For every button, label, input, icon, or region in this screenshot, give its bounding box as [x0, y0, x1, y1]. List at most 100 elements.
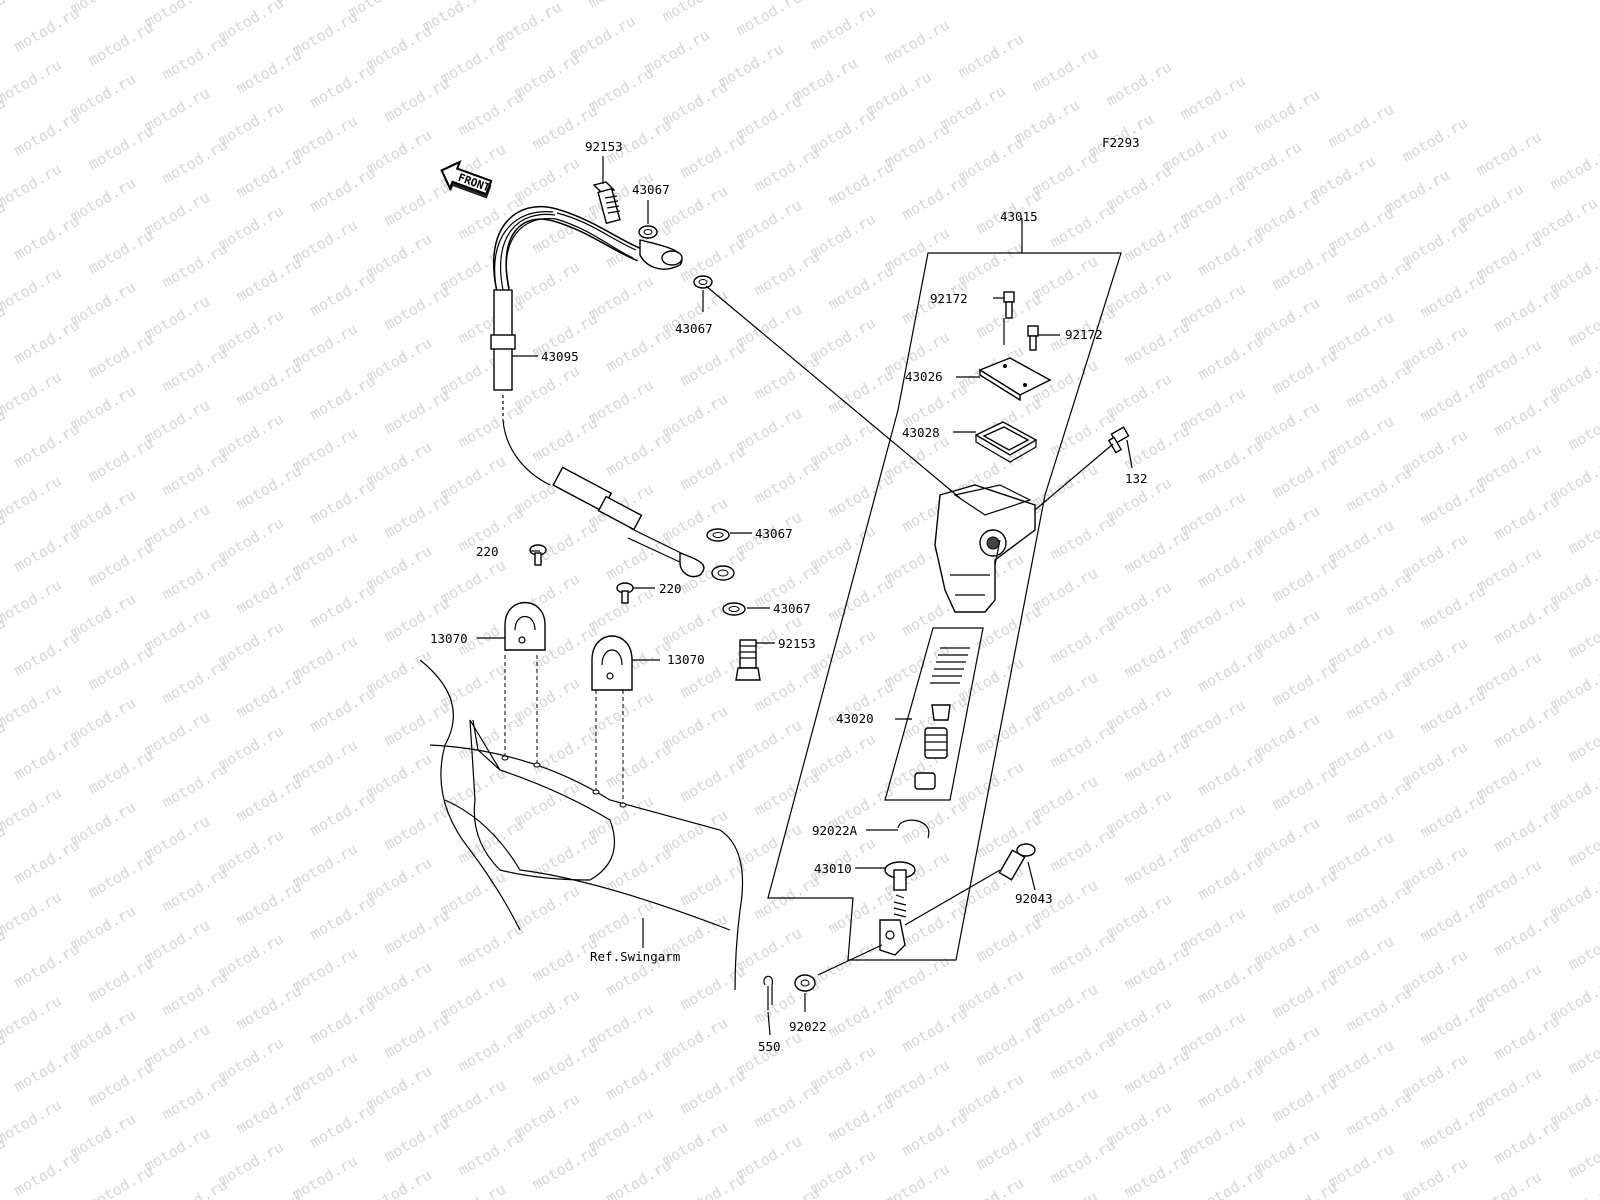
- callout-92043: 92043: [1015, 891, 1053, 906]
- watermark-text: motod.ru: [289, 112, 361, 164]
- swingarm-reference-label: Ref.Swingarm: [590, 949, 680, 964]
- watermark-text: motod.ru: [141, 188, 213, 240]
- watermark-text: motod.ru: [363, 646, 435, 698]
- watermark-text: motod.ru: [1177, 592, 1249, 644]
- watermark-text: motod.ru: [363, 542, 435, 594]
- watermark-text: motod.ru: [1251, 814, 1323, 866]
- watermark-text: motod.ru: [1417, 998, 1489, 1050]
- watermark-text: motod.ru: [437, 452, 509, 504]
- callout-92153-top: 92153: [585, 139, 623, 154]
- watermark-text: motod.ru: [1177, 72, 1249, 124]
- watermark-text: motod.ru: [511, 258, 583, 310]
- watermark-text: motod.ru: [363, 126, 435, 178]
- watermark-text: motod.ru: [289, 528, 361, 580]
- watermark-text: motod.ru: [511, 362, 583, 414]
- watermark-text: motod.ru: [1177, 280, 1249, 332]
- watermark-text: motod.ru: [11, 316, 83, 368]
- watermark-text: motod.ru: [1029, 460, 1101, 512]
- watermark-text: motod.ru: [1417, 374, 1489, 426]
- watermark-text: motod.ru: [85, 434, 157, 486]
- watermark-text: motod.ru: [11, 1044, 83, 1096]
- watermark-text: motod.ru: [825, 262, 897, 314]
- watermark-text: motod.ru: [215, 98, 287, 150]
- watermark-text: motod.ru: [1269, 242, 1341, 294]
- watermark-text: motod.ru: [529, 1142, 601, 1194]
- mounting-lines: [504, 655, 624, 805]
- watermark-text: motod.ru: [529, 414, 601, 466]
- watermark-text: motod.ru: [1325, 932, 1397, 984]
- watermark-text: motod.ru: [1325, 1036, 1397, 1088]
- watermark-text: motod.ru: [659, 598, 731, 650]
- watermark-text: motod.ru: [511, 674, 583, 726]
- watermark-text: motod.ru: [1343, 1192, 1415, 1200]
- watermark-text: motod.ru: [67, 486, 139, 538]
- watermark-text: motod.ru: [1399, 218, 1471, 270]
- watermark-text: motod.ru: [1269, 1074, 1341, 1126]
- watermark-text: motod.ru: [0, 264, 65, 316]
- watermark-text: motod.ru: [363, 438, 435, 490]
- watermark-text: motod.ru: [1417, 270, 1489, 322]
- kit-43020-outline: [884, 627, 984, 801]
- watermark-text: motod.ru: [1547, 142, 1600, 194]
- watermark-text: motod.ru: [733, 1132, 805, 1184]
- watermark-text: motod.ru: [1565, 818, 1600, 870]
- watermark-text: motod.ru: [1195, 436, 1267, 488]
- watermark-text: motod.ru: [955, 134, 1027, 186]
- watermark-text: motod.ru: [1417, 1102, 1489, 1154]
- watermark-text: motod.ru: [141, 500, 213, 552]
- watermark-text: motod.ru: [0, 992, 65, 1044]
- watermark-text: motod.ru: [215, 0, 287, 45]
- callout-43010: 43010: [814, 861, 852, 876]
- watermark-text: motod.ru: [233, 46, 305, 98]
- bolt-132: [1107, 426, 1130, 454]
- watermark-text: motod.ru: [1565, 714, 1600, 766]
- watermark-text: motod.ru: [1491, 596, 1563, 648]
- watermark-text: motod.ru: [585, 1104, 657, 1156]
- watermark-text: motod.ru: [1269, 1178, 1341, 1200]
- watermark-text: motod.ru: [289, 1152, 361, 1200]
- callout-92022: 92022: [789, 1019, 827, 1034]
- watermark-text: motod.ru: [455, 88, 527, 140]
- watermark-text: motod.ru: [85, 642, 157, 694]
- watermark-text: motod.ru: [159, 32, 231, 84]
- watermark-text: motod.ru: [1047, 408, 1119, 460]
- watermark-text: motod.ru: [1251, 502, 1323, 554]
- watermark-text: motod.ru: [937, 82, 1009, 134]
- watermark-text: motod.ru: [437, 1180, 509, 1200]
- watermark-text: motod.ru: [233, 358, 305, 410]
- watermark-text: motod.ru: [1269, 762, 1341, 814]
- watermark-text: motod.ru: [1399, 114, 1471, 166]
- watermark-text: motod.ru: [307, 1100, 379, 1152]
- watermark-text: motod.ru: [1417, 894, 1489, 946]
- watermark-text: motod.ru: [1011, 96, 1083, 148]
- watermark-text: motod.ru: [67, 1110, 139, 1162]
- watermark-text: motod.ru: [955, 30, 1027, 82]
- watermark-text: motod.ru: [11, 1148, 83, 1200]
- watermark-text: motod.ru: [1417, 686, 1489, 738]
- watermark-text: motod.ru: [437, 556, 509, 608]
- watermark-text: motod.ru: [1491, 492, 1563, 544]
- watermark-text: motod.ru: [973, 706, 1045, 758]
- watermark-text: motod.ru: [1473, 752, 1545, 804]
- watermark-text: motod.ru: [1417, 790, 1489, 842]
- watermark-text: motod.ru: [1195, 956, 1267, 1008]
- watermark-text: motod.ru: [363, 854, 435, 906]
- callout-132: 132: [1125, 471, 1148, 486]
- watermark-text: motod.ru: [363, 1062, 435, 1114]
- callout-92172-a: 92172: [930, 291, 968, 306]
- watermark-text: motod.ru: [807, 2, 879, 54]
- watermark-text: motod.ru: [1491, 1012, 1563, 1064]
- watermark-text: motod.ru: [1417, 582, 1489, 634]
- callout-43020: 43020: [836, 711, 874, 726]
- push-rod-43010: [879, 861, 916, 956]
- watermark-text: motod.ru: [215, 1138, 287, 1190]
- watermark-text: motod.ru: [677, 1170, 749, 1200]
- watermark-text: motod.ru: [215, 514, 287, 566]
- callout-92022A: 92022A: [812, 823, 858, 838]
- watermark-text: motod.ru: [215, 930, 287, 982]
- watermark-text: motod.ru: [0, 56, 65, 108]
- watermark-text: motod.ru: [1103, 786, 1175, 838]
- watermark-text: motod.ru: [677, 754, 749, 806]
- watermark-text: motod.ru: [215, 202, 287, 254]
- watermark-text: motod.ru: [0, 160, 65, 212]
